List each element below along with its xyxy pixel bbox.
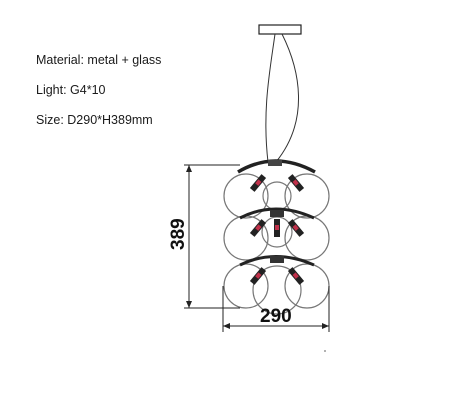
globe [262,181,292,211]
spec-list: Material: metal + glass Light: G4*10 Siz… [36,52,161,142]
hub-lower [270,256,284,263]
bulb-socket [249,267,267,285]
bulb-socket [287,267,305,285]
globe [223,263,269,309]
glass-globes [223,173,330,315]
bulb-sockets [249,174,305,285]
ceiling-canopy [258,24,302,35]
width-label: 290 [260,306,292,327]
bulb-socket [249,219,267,237]
hub-middle [270,210,284,217]
bulb-socket [249,174,267,192]
hub-top [268,160,282,166]
spec-light: Light: G4*10 [36,83,106,97]
width-dimension [222,286,330,332]
suspension-cable-right [275,33,299,163]
spec-size: Size: D290*H389mm [36,113,153,127]
height-label: 389 [168,218,189,250]
bulb-socket [287,219,305,237]
bulb-socket [274,219,280,237]
globe [223,173,269,219]
globe [284,173,330,219]
bulb-socket [287,174,305,192]
spec-material: Material: metal + glass [36,53,162,67]
middle-arc-bracket [239,207,315,220]
globe [252,265,302,315]
suspension-cable-left [265,33,276,163]
height-dimension [184,164,240,309]
